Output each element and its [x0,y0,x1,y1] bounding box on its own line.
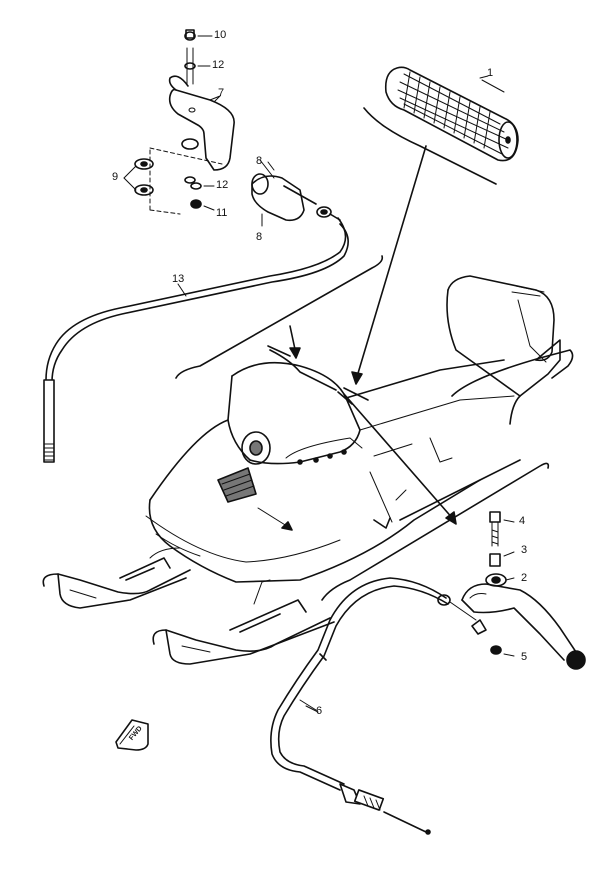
callout-8-upper: 8 [256,155,263,167]
handle-grip-part [363,66,519,185]
callout-2: 2 [521,572,528,584]
throttle-cable-13 [43,217,349,463]
snowmobile-body [145,275,574,583]
callout-12-upper: 12 [212,59,225,71]
skis [42,547,335,665]
callout-13: 13 [172,273,185,285]
callout-7: 7 [218,87,225,99]
brake-cable-6 [270,577,477,835]
callout-9: 9 [112,171,119,183]
callout-12-lower: 12 [216,179,229,191]
callout-4: 4 [519,515,526,527]
throttle-bracket-assembly [123,29,235,215]
callout-1: 1 [487,67,494,79]
throttle-housing-part [251,159,341,227]
callout-5: 5 [521,651,528,663]
brake-lever-assembly [461,511,586,670]
front-direction-badge [115,719,149,751]
callout-10: 10 [214,29,227,41]
callout-8-lower: 8 [256,231,263,243]
callout-11: 11 [216,207,228,219]
callout-3: 3 [521,544,528,556]
callout-6: 6 [316,705,323,717]
